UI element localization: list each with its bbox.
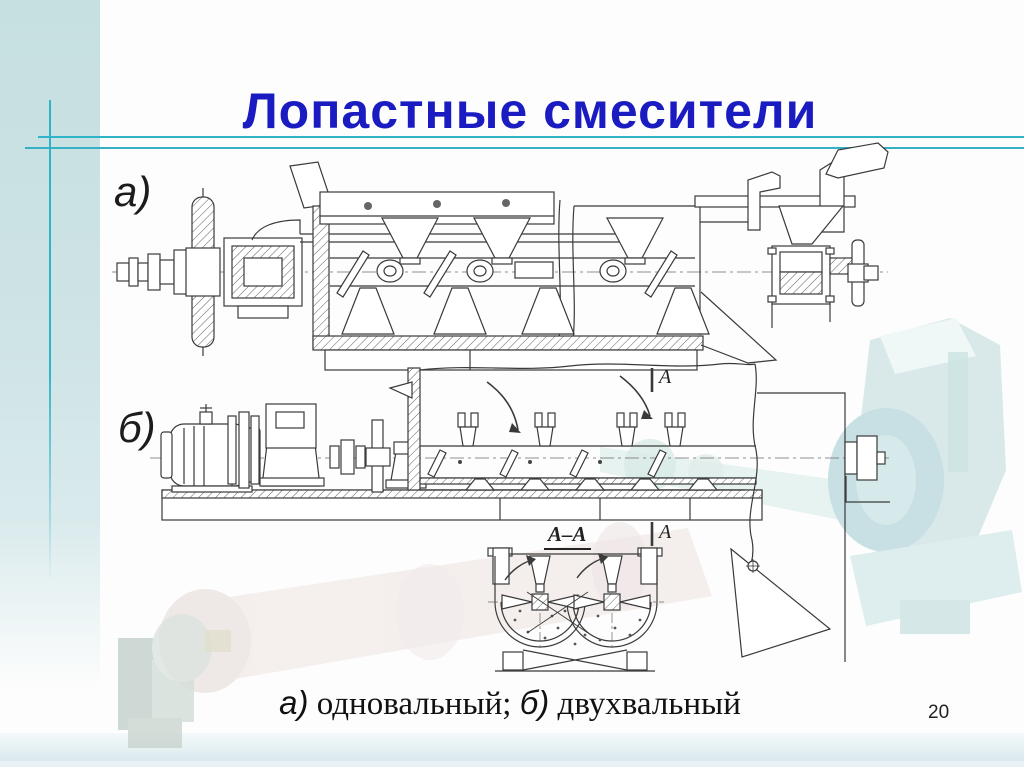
- accent-horizontal-line-1: [38, 136, 1024, 138]
- caption-text-b: двухвальный: [549, 686, 741, 722]
- accent-horizontal-line-2: [25, 147, 1024, 149]
- caption-text-a: одновальный;: [308, 686, 520, 722]
- figure-caption: а) одновальный; б) двухвальный: [130, 684, 890, 723]
- caption-label-b: б): [519, 684, 550, 721]
- diagram-a-single-shaft-mixer: [112, 142, 889, 371]
- caption-label-a: а): [279, 684, 309, 721]
- accent-vertical-line: [49, 100, 51, 582]
- page-number: 20: [928, 702, 950, 723]
- diagram-b-double-shaft-mixer: [150, 362, 893, 662]
- watermark-ball-mill: [600, 318, 1022, 634]
- figure-label-a: а): [114, 168, 152, 215]
- section-a-a-view: [487, 547, 664, 672]
- page-title: Лопастные смесители: [242, 82, 818, 139]
- section-mark-top: А: [659, 366, 672, 388]
- figure-label-b: б): [118, 404, 156, 451]
- section-label-a-a: А–А: [544, 522, 591, 550]
- section-mark-bottom: А: [659, 521, 672, 543]
